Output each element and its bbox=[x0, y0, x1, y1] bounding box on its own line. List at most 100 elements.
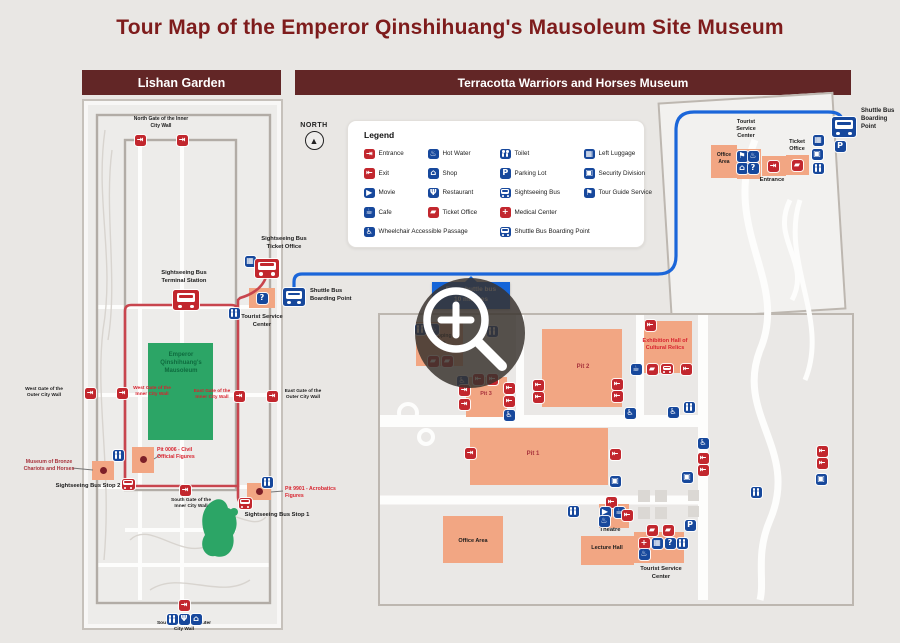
legend-item-label: Cafe bbox=[378, 208, 392, 216]
exit-icon: ⇤ bbox=[816, 457, 828, 469]
toilet-icon bbox=[261, 476, 273, 488]
map-label: Office Area bbox=[716, 152, 732, 165]
wheel-icon: ♿ bbox=[697, 437, 709, 449]
exit-icon: ⇤ bbox=[816, 445, 828, 457]
bus-icon bbox=[238, 497, 252, 509]
map-label: Pit 0006 - Civil Official Figures bbox=[157, 447, 195, 460]
map-label: East Gate of the Outer City Wall bbox=[284, 389, 322, 401]
shop-icon: ⌂ bbox=[428, 168, 439, 179]
map-label: Pit 2 bbox=[576, 364, 590, 370]
exit-icon: ⇤ bbox=[611, 390, 623, 402]
legend-item-label: Shuttle Bus Boarding Point bbox=[514, 228, 590, 236]
legend-item: Toilet bbox=[500, 144, 584, 164]
hw-icon: ♨ bbox=[747, 150, 759, 162]
movie-icon: ▶ bbox=[364, 187, 375, 198]
wheel-icon: ♿ bbox=[667, 406, 679, 418]
legend-item-label: Sightseeing Bus bbox=[514, 189, 561, 197]
exit-icon: ⇤ bbox=[532, 379, 544, 391]
toilet-icon bbox=[500, 148, 511, 159]
med-icon: + bbox=[500, 207, 511, 218]
q-icon: ? bbox=[664, 537, 676, 549]
wheel-icon: ♿ bbox=[364, 226, 375, 237]
legend-item-label: Medical Center bbox=[514, 208, 557, 216]
page-title: Tour Map of the Emperor Qinshihuang's Ma… bbox=[116, 16, 784, 39]
legend-item: +Medical Center bbox=[500, 203, 584, 223]
map-label: Shuttle Bus Boarding Point bbox=[310, 288, 352, 302]
map-label: Lecture Hall bbox=[591, 545, 623, 551]
compass: NORTH ▲ bbox=[295, 122, 333, 150]
legend-item-label: Tour Guide Service bbox=[598, 189, 653, 197]
toilet-icon bbox=[112, 449, 124, 461]
exit-icon: ⇤ bbox=[697, 464, 709, 476]
exit-icon: ⇤ bbox=[680, 363, 692, 375]
legend-item: ⇥Entrance bbox=[364, 144, 428, 164]
legend-item: Shuttle Bus Boarding Point bbox=[500, 222, 658, 242]
park-icon: P bbox=[500, 168, 511, 179]
legend-item-label: Exit bbox=[378, 169, 390, 177]
compass-label: NORTH bbox=[300, 122, 328, 129]
map-label: Sightseeing Bus Ticket Office bbox=[261, 236, 307, 250]
lugg-icon: ▦ bbox=[812, 134, 824, 146]
ticket-icon: ▰ bbox=[428, 207, 439, 218]
bus-icon bbox=[283, 288, 305, 306]
map-label: Office Area bbox=[458, 538, 488, 544]
legend-item-label: Left Luggage bbox=[598, 150, 636, 158]
legend-item-label: Movie bbox=[378, 189, 396, 197]
ticket-icon: ▰ bbox=[662, 524, 674, 536]
legend-item: ♨Hot Water bbox=[428, 144, 500, 164]
movie-icon: ▶ bbox=[599, 506, 611, 518]
sec-icon: ▣ bbox=[815, 473, 827, 485]
exit-icon: ⇤ bbox=[621, 509, 633, 521]
ent-icon: ⇥ bbox=[176, 134, 188, 146]
map-label: Entrance bbox=[759, 177, 785, 183]
sec-icon: ▣ bbox=[584, 168, 595, 179]
map-label: Shuttle Bus Boarding Point bbox=[861, 108, 895, 130]
map-label: Sightseeing Bus Stop 1 bbox=[244, 512, 310, 518]
guide-icon: ⚑ bbox=[736, 150, 748, 162]
ent-icon: ⇥ bbox=[266, 390, 278, 402]
legend-title: Legend bbox=[364, 130, 395, 140]
map-label: Tourist Service Center bbox=[640, 566, 682, 580]
bus-icon bbox=[500, 226, 511, 237]
cafe-icon: ☕ bbox=[364, 207, 375, 218]
map-label: Pit 1 bbox=[526, 451, 540, 457]
compass-needle-icon: ▲ bbox=[304, 131, 324, 150]
shop-icon: ⌂ bbox=[190, 613, 202, 625]
zoom-cursor-overlay[interactable] bbox=[404, 266, 540, 402]
exit-icon: ⇤ bbox=[503, 395, 515, 407]
cafe-icon: ☕ bbox=[613, 506, 625, 518]
ent-icon: ⇥ bbox=[364, 148, 375, 159]
ent-icon: ⇥ bbox=[178, 599, 190, 611]
ent-icon: ⇥ bbox=[116, 387, 128, 399]
dot-icon bbox=[99, 466, 107, 474]
building bbox=[470, 428, 608, 485]
ent-icon: ⇥ bbox=[179, 484, 191, 496]
cafe-icon: ☕ bbox=[630, 363, 642, 375]
legend-item: ⇤Exit bbox=[364, 164, 428, 184]
shop-icon: ⌂ bbox=[736, 162, 748, 174]
wheel-icon: ♿ bbox=[503, 409, 515, 421]
ticket-icon: ▰ bbox=[646, 363, 658, 375]
bus-icon bbox=[832, 117, 856, 137]
park-icon: P bbox=[684, 519, 696, 531]
bus-icon bbox=[255, 258, 279, 278]
legend-item-label: Restaurant bbox=[442, 189, 474, 197]
hw-icon: ♨ bbox=[638, 548, 650, 560]
ent-icon: ⇥ bbox=[233, 390, 245, 402]
legend-item: Sightseeing Bus bbox=[500, 183, 584, 203]
toilet-icon bbox=[228, 307, 240, 319]
map-label: Pit 3 bbox=[480, 391, 492, 397]
exit-icon: ⇤ bbox=[532, 391, 544, 403]
map-label: Sightseeing Bus Stop 2 bbox=[55, 483, 121, 489]
toilet-icon bbox=[683, 401, 695, 413]
ent-icon: ⇥ bbox=[134, 134, 146, 146]
dot-icon bbox=[139, 455, 147, 463]
legend-item: ⌂Shop bbox=[428, 164, 500, 184]
hw-icon: ♨ bbox=[428, 148, 439, 159]
map-label: West Gate of the Inner City Wall bbox=[133, 386, 171, 398]
legend-item: ▰Ticket Office bbox=[428, 203, 500, 223]
exit-icon: ⇤ bbox=[503, 382, 515, 394]
